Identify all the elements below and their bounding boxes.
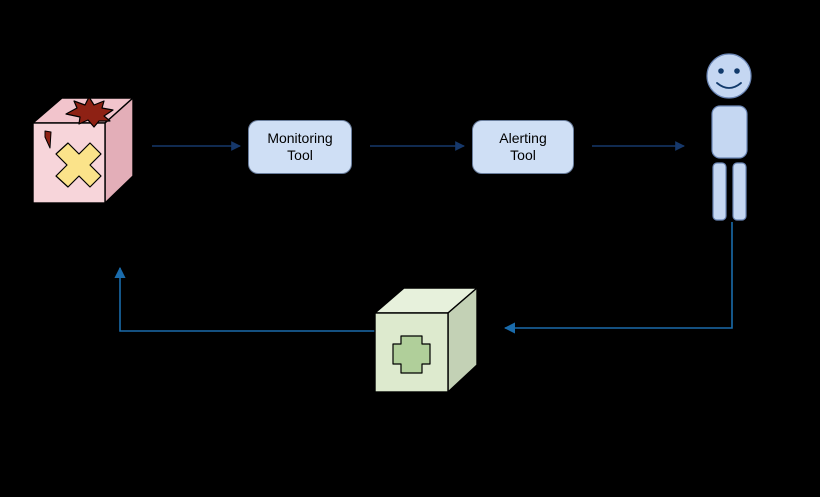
person-body bbox=[711, 105, 748, 159]
person-icon bbox=[706, 53, 752, 221]
person-leg-left bbox=[712, 162, 727, 221]
person-head bbox=[706, 53, 752, 99]
person-smile bbox=[716, 82, 742, 89]
edge-person-to-healthy bbox=[503, 222, 733, 334]
broken-service-cube-icon bbox=[31, 96, 135, 205]
node-monitoring-tool[interactable]: Monitoring Tool bbox=[248, 120, 352, 174]
person-eye-left bbox=[718, 68, 724, 74]
plus-mark-icon bbox=[392, 335, 431, 374]
explosion-burst-icon bbox=[65, 96, 114, 128]
x-mark-icon bbox=[55, 142, 102, 188]
healthy-service-cube-icon bbox=[373, 286, 479, 394]
crack-shard-icon bbox=[44, 130, 52, 149]
person-leg-right bbox=[732, 162, 747, 221]
edge-healthy-to-failure bbox=[114, 266, 375, 332]
person-eye-right bbox=[734, 68, 740, 74]
healthy-cube-front-face bbox=[374, 312, 449, 393]
node-alerting-tool[interactable]: Alerting Tool bbox=[472, 120, 574, 174]
